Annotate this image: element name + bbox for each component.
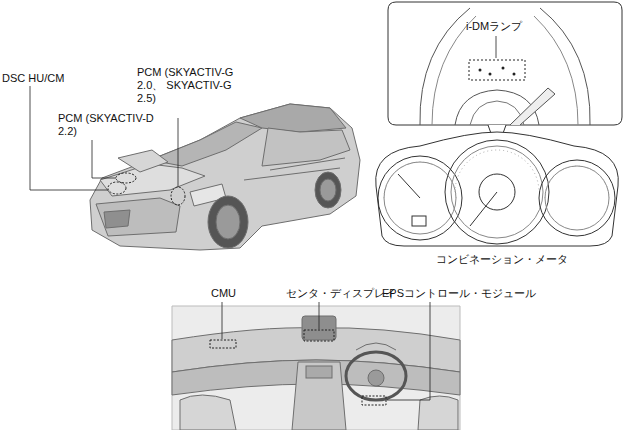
meter-label: コンビネーション・メータ	[436, 253, 568, 266]
part-label: EPSコントロール・モジュール	[382, 287, 536, 300]
part-label: センタ・ディスプレイ	[286, 287, 396, 300]
zoom-view	[388, 2, 622, 150]
interior-illustration	[172, 306, 460, 430]
meter-illustration	[376, 132, 619, 246]
car-illustration	[90, 104, 360, 250]
leader-lines	[222, 302, 430, 400]
lamp-label: i-DMランプ	[466, 20, 522, 33]
part-label: DSC HU/CM	[2, 72, 64, 85]
part-label: CMU	[211, 287, 236, 300]
part-label: PCM (SKYACTIV-G 2.0、 SKYACTIV-G 2.5)	[137, 66, 245, 105]
part-label: PCM (SKYACTIV-D 2.2)	[58, 112, 154, 138]
